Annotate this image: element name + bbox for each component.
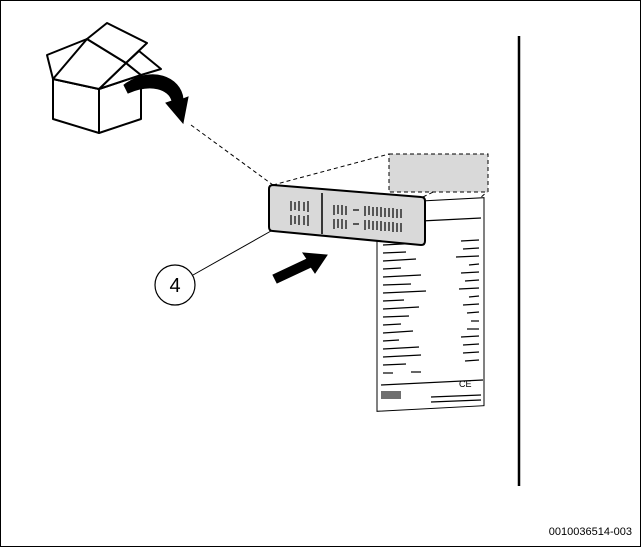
figure-code: 0010036514-003 — [548, 526, 632, 538]
label-sticker — [268, 183, 426, 247]
ce-mark-icon: CE — [459, 379, 472, 389]
data-plate: CE — [376, 197, 485, 412]
label-target-area — [388, 153, 489, 193]
callout-number: 4 — [169, 275, 180, 297]
curved-arrow-icon — [123, 74, 189, 125]
callout-leader — [192, 230, 272, 276]
push-arrow-icon — [272, 252, 328, 284]
callout-circle — [154, 264, 196, 306]
